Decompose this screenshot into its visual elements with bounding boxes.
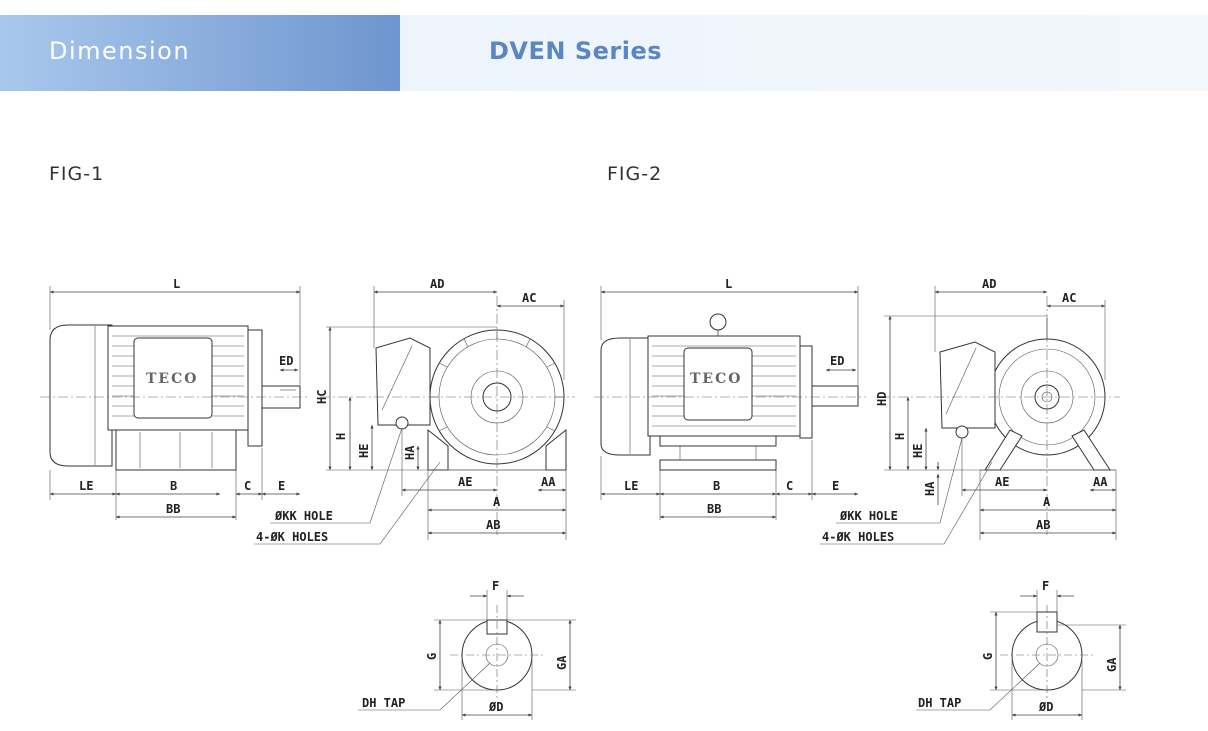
fig2-dim-AD: AD — [982, 277, 996, 291]
fig1-logo-text: TECO — [146, 371, 198, 387]
fig1-dim-D: ØD — [488, 700, 503, 714]
fig2-dim-HD: HD — [875, 392, 889, 406]
fig2-dim-AA: AA — [1093, 475, 1108, 489]
fig2-side-terminal-box — [939, 341, 996, 429]
fig1-dim-AD: AD — [430, 277, 444, 291]
fig1-dim-E: E — [278, 479, 285, 493]
fig1-dim-BB: BB — [166, 502, 180, 516]
fig2-dim-HE: HE — [911, 444, 925, 458]
page-header: Dimension DVEN Series — [0, 15, 1208, 91]
fig1-dh-tap-label: DH TAP — [362, 696, 405, 710]
fig1-dim-B: B — [170, 479, 177, 493]
fig2-dim-AC: AC — [1062, 291, 1076, 305]
fig1-dim-F: F — [492, 579, 499, 593]
fig2-k-holes-label: 4-ØK HOLES — [822, 530, 894, 544]
fig2-dim-E: E — [832, 479, 839, 493]
fig2-dim-HA: HA — [923, 481, 937, 496]
fig2-dim-C: C — [786, 479, 793, 493]
fig1-dim-A: A — [493, 495, 501, 509]
fig1-dim-ED: ED — [279, 354, 293, 368]
fig2-dim-G: G — [981, 653, 995, 660]
fig2-kk-hole-label: ØKK HOLE — [839, 509, 898, 523]
fig2-dim-B: B — [713, 479, 720, 493]
section-tab: Dimension — [0, 15, 400, 91]
fig2-dim-D: ØD — [1038, 700, 1053, 714]
fig2-dim-ED: ED — [830, 354, 844, 368]
fig1-dim-G: G — [425, 653, 439, 660]
fig1-shaft-detail: F G GA ØD DH TAP — [358, 579, 576, 720]
fig1-dim-AB: AB — [486, 518, 500, 532]
fig2-dim-BB: BB — [707, 502, 721, 516]
fig2-dim-F: F — [1042, 579, 1049, 593]
fig1-dim-HA: HA — [403, 445, 417, 460]
fig1-dim-AE: AE — [458, 475, 472, 489]
fig2-dim-AE: AE — [995, 475, 1009, 489]
fig2-eye-bolt — [709, 313, 727, 331]
fig2-terminal-box — [683, 347, 753, 421]
fig1-side-view: TECO L ED LE B C E BB — [40, 277, 308, 520]
fig1-fan-cover — [49, 324, 113, 467]
series-title: DVEN Series — [489, 37, 663, 65]
fig1-kk-hole-label: ØKK HOLE — [274, 509, 333, 523]
fig2-dim-GA: GA — [1105, 657, 1119, 672]
fig1-front-view: AD AC HC H HE HA AE AA A AB ØKK HOLE 4-Ø… — [254, 277, 575, 545]
fig2-dim-A: A — [1043, 495, 1051, 509]
fig2-fan-cover — [600, 337, 651, 456]
fig2-logo-text: TECO — [690, 371, 742, 387]
fig1-dim-C: C — [244, 479, 251, 493]
fig1-dim-LE: LE — [79, 479, 93, 493]
fig2-dim-AB: AB — [1036, 518, 1050, 532]
fig1-dim-H: H — [334, 433, 348, 440]
fig1-k-holes-label: 4-ØK HOLES — [256, 530, 328, 544]
fig2-dh-tap-label: DH TAP — [918, 696, 961, 710]
fig1-dim-HC: HC — [315, 390, 329, 404]
section-label: Dimension — [49, 37, 191, 65]
fig1-dim-L: L — [173, 277, 180, 291]
fig1-side-terminal-box — [375, 337, 431, 426]
fig1-dim-HE: HE — [357, 444, 371, 458]
fig2-dim-LE: LE — [624, 479, 638, 493]
fig2-shaft — [811, 385, 859, 407]
fig2-side-view: TECO L ED LE B C E BB — [594, 277, 866, 520]
fig-2-label: FIG-2 — [607, 163, 663, 185]
fig1-terminal-box — [133, 337, 213, 419]
fig1-dim-GA: GA — [555, 655, 569, 670]
fig2-dim-L: L — [725, 277, 732, 291]
fig2-front-view: AD AC HD H HE HA AE AA A AB ØKK HOLE 4-Ø… — [820, 277, 1120, 545]
fig2-shaft-detail: F G GA ØD DH TAP — [916, 579, 1126, 720]
fig-1-label: FIG-1 — [49, 163, 105, 185]
fig2-dim-H: H — [893, 433, 907, 440]
fig1-dim-AC: AC — [522, 291, 536, 305]
fig1-base — [115, 429, 237, 471]
fig1-dim-AA: AA — [541, 475, 556, 489]
